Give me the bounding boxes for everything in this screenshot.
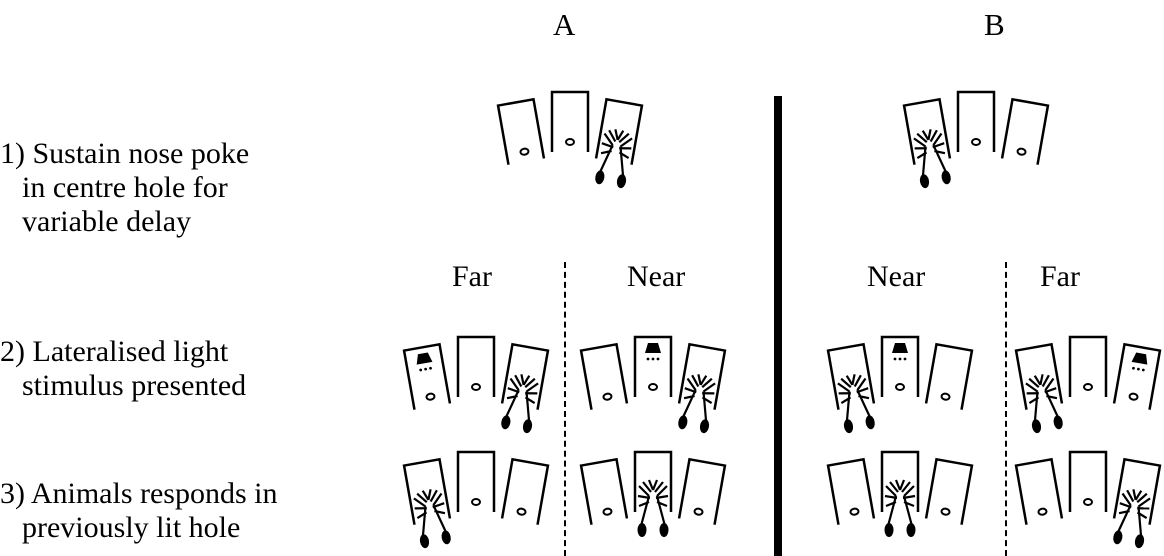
nose-poke-hole [402,342,452,410]
nose-poke-hole [456,450,496,512]
rat-icon [837,374,875,434]
nose-poke-hole [579,457,629,525]
nose-poke-hole [633,450,673,537]
nose-poke-hole [880,450,920,537]
step-3-line-1: 3) Animals responds in [0,477,278,510]
hole-opening [940,507,951,516]
hole-opening [602,392,613,401]
step-2-line-1: 2) Lateralised light [0,335,229,368]
nose-poke-hole [496,97,546,165]
hole-opening [471,383,481,391]
hole-opening [648,383,658,391]
nose-poke-hole [456,335,496,397]
column-b-header: B [984,7,1005,42]
section-divider [774,96,782,556]
nose-poke-hole [924,457,974,525]
step-1-line-1: 1) Sustain nose poke [0,137,250,170]
nose-poke-hole [594,97,644,189]
light-stimulus-icon [892,343,908,361]
hole-opening [849,507,860,516]
rat-icon [595,129,633,189]
hole-array-mid-a-far [402,335,550,434]
dashed-divider-a [564,262,566,556]
nose-poke-hole [677,457,727,525]
step-3-line-2: previously lit hole [22,511,241,544]
nose-poke-hole [1068,335,1108,397]
light-stimulus-icon [1131,352,1148,372]
dashed-divider-b [1005,262,1007,556]
nose-poke-hole [1068,450,1108,512]
hole-opening [602,507,613,516]
rat-icon [913,129,951,189]
nose-poke-hole [880,335,920,397]
step-3-label: 3) Animals responds in previously lit ho… [0,477,278,545]
label-b-far: Far [1040,260,1080,293]
rat-icon [678,374,716,434]
hole-opening [1083,383,1093,391]
light-stimulus-icon [416,352,433,372]
hole-array-bot-b-far [1014,450,1162,549]
hole-array-bot-a-far [402,450,550,549]
rat-icon [501,374,539,434]
hole-array-mid-b-far [1014,335,1162,434]
rat-icon [884,479,916,537]
hole-array-mid-b-near [826,335,974,434]
nose-poke-hole [924,342,974,410]
hole-opening [895,383,905,391]
nose-poke-hole [956,90,996,152]
hole-array-bot-b-near [826,450,974,537]
hole-opening [565,138,575,146]
hole-opening [425,392,436,401]
rat-icon [1025,374,1063,434]
nose-poke-hole [402,457,452,549]
step-2-line-2: stimulus presented [22,369,247,402]
hole-opening [1128,392,1139,401]
label-a-far: Far [452,260,492,293]
nose-poke-hole [1000,97,1050,165]
nose-poke-hole [1014,342,1064,434]
rat-icon [637,479,669,537]
rat-icon [413,489,451,549]
hole-opening [693,507,704,516]
hole-opening [1037,507,1048,516]
nose-poke-hole [1014,457,1064,525]
hole-opening [516,507,527,516]
nose-poke-hole [826,342,876,434]
step-1-label: 1) Sustain nose poke in centre hole for … [0,137,249,239]
nose-poke-hole [550,90,590,152]
hole-opening [971,138,981,146]
nose-poke-hole [1112,457,1162,549]
hole-array-mid-a-near [579,335,727,434]
rat-icon [1113,489,1151,549]
hole-array-top-b [902,90,1050,189]
nose-poke-hole [579,342,629,410]
hole-array-bot-a-near [579,450,727,537]
hole-opening [1083,498,1093,506]
hole-opening [519,147,530,156]
step-2-label: 2) Lateralised light stimulus presented [0,335,246,403]
light-stimulus-icon [645,343,661,361]
hole-opening [471,498,481,506]
hole-array-top-a [496,90,644,189]
label-a-near: Near [627,260,686,293]
step-1-line-3: variable delay [22,205,192,238]
column-a-header: A [553,7,576,42]
nose-poke-hole [1112,342,1162,410]
step-1-line-2: in centre hole for [22,171,228,204]
nose-poke-hole [500,457,550,525]
nose-poke-hole [902,97,952,189]
nose-poke-hole [633,335,673,397]
nose-poke-hole [677,342,727,434]
hole-opening [940,392,951,401]
nose-poke-hole [826,457,876,525]
nose-poke-hole [500,342,550,434]
label-b-near: Near [867,260,926,293]
hole-opening [1016,147,1027,156]
